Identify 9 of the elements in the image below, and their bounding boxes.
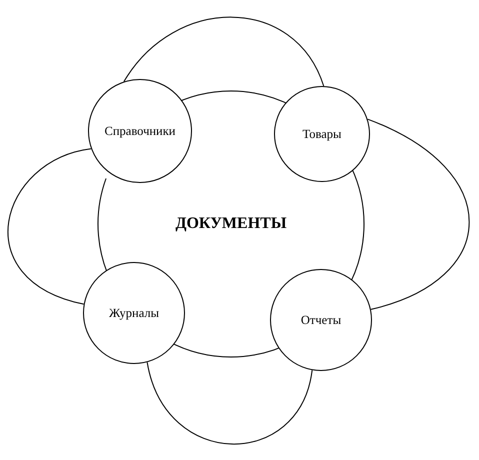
node-label: Отчеты (300, 312, 342, 328)
connector-arc (146, 362, 313, 445)
connector-arc (8, 148, 92, 305)
node-label: Справочники (104, 124, 176, 138)
center-label: ДОКУМЕНТЫ (175, 215, 287, 233)
connector-arc (367, 118, 470, 310)
connector-arc (123, 16, 324, 87)
node-label: Журналы (108, 306, 160, 320)
node-label: Товары (302, 126, 342, 142)
